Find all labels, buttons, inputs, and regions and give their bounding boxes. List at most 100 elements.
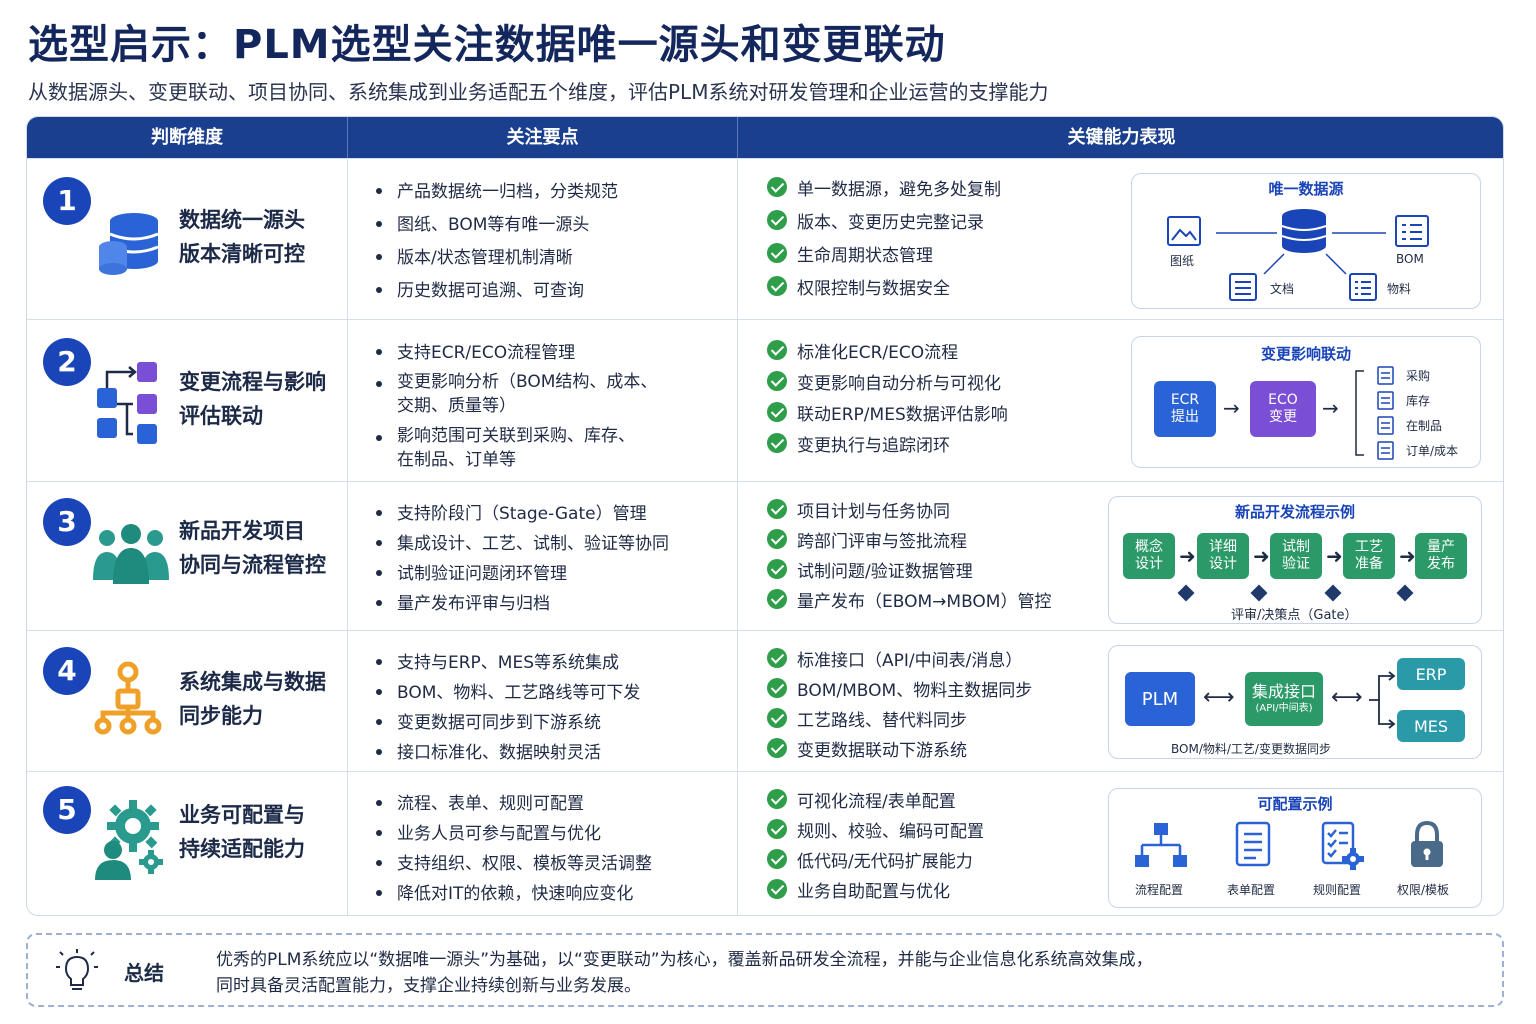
check-icon [767,559,787,579]
capabilities-list: 标准接口（API/中间表/消息） BOM/MBOM、物料主数据同步 工艺路线、替… [767,646,1032,766]
node-label: 物料 [1387,282,1412,296]
list-item: 单一数据源，避免多处复制 [767,175,1001,208]
list-item: 接口标准化、数据映射灵活 [373,738,640,768]
panel-title: 变更影响联动 [1260,345,1351,363]
config-icons [1135,821,1443,870]
stage-box: 工艺准备 [1343,533,1395,579]
flow-config-icon [1135,823,1187,867]
node-label: 图纸 [1170,254,1195,268]
list-item: 跨部门评审与签批流程 [767,527,1051,557]
list-item: 产品数据统一归档，分类规范 [373,177,618,210]
table-row: 1 数据统一源头版本清晰可控 产品数据统一归档，分类规范 图纸、BOM等有唯一源… [27,158,1503,319]
row-number: 2 [43,338,91,386]
row-number: 1 [43,177,91,225]
list-item: BOM/MBOM、物料主数据同步 [767,676,1032,706]
list-item: 低代码/无代码扩展能力 [767,847,984,877]
summary-box: 总结 优秀的PLM系统应以“数据唯一源头”为基础，以“变更联动”为核心，覆盖新品… [26,933,1504,1007]
erp-box: ERP [1397,658,1465,690]
list-item: 变更影响自动分析与可视化 [767,369,1008,400]
focus-points-list: 产品数据统一归档，分类规范 图纸、BOM等有唯一源头 版本/状态管理机制清晰 历… [373,177,618,309]
check-icon [767,678,787,698]
list-item: 标准接口（API/中间表/消息） [767,646,1032,676]
focus-points-list: 流程、表单、规则可配置 业务人员可参与配置与优化 支持组织、权限、模板等灵活调整… [373,789,652,909]
arrow-right-icon: ➜ [1253,544,1270,568]
arrow-right-icon: → [1322,396,1339,420]
list-item: 联动ERP/MES数据评估影响 [767,400,1008,431]
impact-item: 采购 [1406,369,1431,383]
config-item-label: 流程配置 [1135,883,1184,897]
list-item: 版本/状态管理机制清晰 [373,243,618,276]
list-item: 历史数据可追溯、可查询 [373,276,618,309]
gate-label: 评审/决策点（Gate） [1231,608,1358,623]
npd-process-panel: 新品开发流程示例 概念设计 ➜ 详细设计 ➜ 试制验证 ➜ 工艺准备 ➜ 量产发… [1108,496,1482,624]
single-source-diagram [1167,209,1429,301]
branch-arrows [1369,671,1396,729]
list-item: 流程、表单、规则可配置 [373,789,652,819]
integration-icon [94,661,162,735]
list-item: 变更影响分析（BOM结构、成本、交期、质量等） [373,370,657,424]
dimension-label: 数据统一源头版本清晰可控 [179,208,305,266]
impact-item: 订单/成本 [1406,444,1459,458]
impact-item: 在制品 [1406,419,1443,433]
list-item: 权限控制与数据安全 [767,274,1001,307]
list-item: 变更执行与追踪闭环 [767,431,1008,462]
header-key-capabilities: 关键能力表现 [737,117,1503,158]
list-item: 变更数据联动下游系统 [767,736,1032,766]
page-title: 选型启示：PLM选型关注数据唯一源头和变更联动 [28,22,946,68]
configurable-panel: 可配置示例 [1108,788,1482,908]
list-item: 支持ECR/ECO流程管理 [373,338,657,370]
arrow-right-icon: → [1223,396,1240,420]
system-integration-panel: PLM ⟷ 集成接口 (API/中间表) ⟷ ERP MES BOM/物料/工艺… [1108,645,1482,759]
material-icon [1349,273,1377,301]
capabilities-list: 单一数据源，避免多处复制 版本、变更历史完整记录 生命周期状态管理 权限控制与数… [767,175,1001,307]
check-icon [767,708,787,728]
stage-box: 概念设计 [1123,533,1175,579]
database-icon [99,213,159,275]
list-item: 业务人员可参与配置与优化 [373,819,652,849]
check-icon [767,589,787,609]
table-row: 5 业务可配置与持续适配能力 流程 [27,771,1503,915]
document-icon [1229,273,1257,301]
panel-title: 可配置示例 [1257,795,1333,813]
capabilities-list: 可视化流程/表单配置 规则、校验、编码可配置 低代码/无代码扩展能力 业务自助配… [767,787,984,907]
panel-title: 唯一数据源 [1268,180,1344,198]
team-icon [93,524,169,584]
lightbulb-icon [56,949,98,990]
check-icon [767,789,787,809]
config-item-label: 规则配置 [1313,883,1362,897]
capabilities-list: 项目计划与任务协同 跨部门评审与签批流程 试制问题/验证数据管理 量产发布（EB… [767,497,1051,617]
row-number: 3 [43,498,91,546]
form-config-icon [1235,821,1271,867]
check-icon [767,879,787,899]
list-item: 集成设计、工艺、试制、验证等协同 [373,529,669,559]
stage-box: 试制验证 [1270,533,1322,579]
stage-box: 量产发布 [1415,533,1467,579]
list-item: BOM、物料、工艺路线等可下发 [373,678,640,708]
list-item: 支持组织、权限、模板等灵活调整 [373,849,652,879]
check-icon [767,402,787,422]
table-row: 3 新品开发项目协同与流程管控 支持阶段门（Stage-Gate）管理 集成设计… [27,481,1503,630]
single-source-panel: 唯一数据源 [1131,173,1481,309]
list-item: 量产发布评审与归档 [373,589,669,619]
row-number: 5 [43,786,91,834]
list-item: 影响范围可关联到采购、库存、在制品、订单等 [373,424,657,478]
drawing-icon [1167,216,1201,246]
list-item: 生命周期状态管理 [767,241,1001,274]
list-item: 支持阶段门（Stage-Gate）管理 [373,499,669,529]
check-icon [767,340,787,360]
list-icons [1377,366,1394,460]
header-dimension: 判断维度 [151,127,223,148]
check-icon [767,529,787,549]
check-icon [767,819,787,839]
list-item: 图纸、BOM等有唯一源头 [373,210,618,243]
arrow-right-icon: ➜ [1399,544,1416,568]
check-icon [767,648,787,668]
list-item: 降低对IT的依赖，快速响应变化 [373,879,652,909]
plm-box: PLM [1125,672,1195,726]
check-icon [767,499,787,519]
sync-caption: BOM/物料/工艺/变更数据同步 [1171,742,1331,756]
list-item: 量产发布（EBOM→MBOM）管控 [767,587,1051,617]
bracket-icon [1355,370,1364,456]
